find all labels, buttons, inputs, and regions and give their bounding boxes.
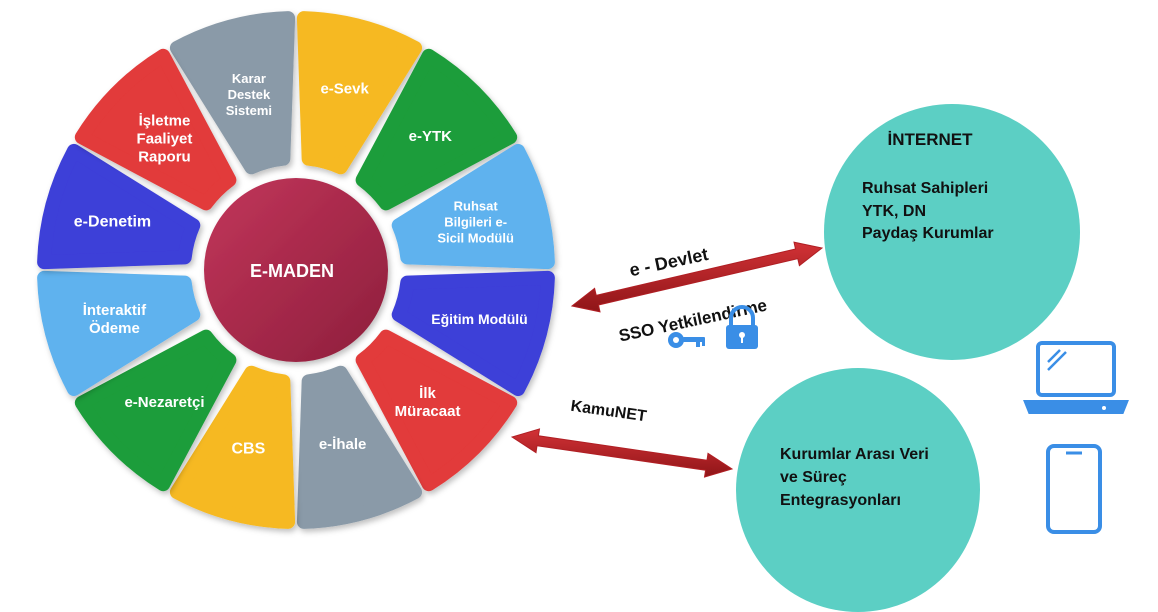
module-petal-cbs bbox=[169, 365, 296, 529]
internet-line-3: Paydaş Kurumlar bbox=[862, 225, 994, 242]
center-circle bbox=[204, 178, 388, 362]
connection-arrows bbox=[510, 241, 824, 478]
laptop-icon bbox=[1023, 341, 1129, 414]
internet-line-1: Ruhsat Sahipleri bbox=[862, 180, 988, 197]
module-petal-isletme-faaliyet bbox=[74, 48, 237, 211]
module-label-e-ytk: e-YTK bbox=[409, 128, 453, 145]
internet-title: İNTERNET bbox=[888, 130, 974, 149]
kurumlar-node: Kurumlar Arası Veri ve Süreç Entegrasyon… bbox=[736, 368, 980, 612]
module-petal-e-ytk bbox=[355, 48, 518, 211]
module-petal-ilk-muracaat bbox=[355, 329, 518, 492]
internet-node: İNTERNET Ruhsat Sahipleri YTK, DN Paydaş… bbox=[824, 104, 1080, 360]
module-label-e-ihale: e-İhale bbox=[319, 436, 367, 453]
module-petal-e-sevk bbox=[296, 11, 423, 175]
center-label: E-MADEN bbox=[250, 261, 334, 281]
kurumlar-line-2: ve Süreç bbox=[780, 469, 847, 486]
module-petal-ruhsat-bilgileri bbox=[391, 143, 555, 270]
tablet-icon bbox=[1046, 444, 1102, 534]
edevlet-arrow bbox=[570, 241, 824, 313]
module-petal-egitim-modulu bbox=[391, 270, 555, 397]
kurumlar-circle bbox=[736, 368, 980, 612]
module-petal-e-denetim bbox=[37, 143, 201, 270]
kurumlar-line-3: Entegrasyonları bbox=[780, 492, 901, 509]
module-petal-interaktif-odeme bbox=[37, 270, 201, 397]
module-label-e-denetim: e-Denetim bbox=[74, 213, 151, 230]
kurumlar-line-1: Kurumlar Arası Veri bbox=[780, 446, 929, 463]
internet-line-2: YTK, DN bbox=[862, 203, 926, 220]
kamunet-label: KamuNET bbox=[570, 398, 648, 426]
padlock-icon bbox=[726, 305, 758, 349]
internet-circle bbox=[824, 104, 1080, 360]
module-label-egitim-modulu: Eğitim Modülü bbox=[431, 311, 527, 327]
key-icon bbox=[668, 332, 705, 348]
module-petal-e-nezaretci bbox=[74, 329, 237, 492]
module-label-e-sevk: e-Sevk bbox=[320, 81, 369, 98]
center-hub: E-MADEN bbox=[204, 178, 388, 362]
module-petal-e-ihale bbox=[296, 365, 423, 529]
module-petal-karar-destek bbox=[169, 11, 296, 175]
kamunet-arrow bbox=[510, 428, 734, 478]
module-label-e-nezaretci: e-Nezaretçi bbox=[124, 394, 204, 411]
module-label-cbs: CBS bbox=[231, 440, 265, 457]
